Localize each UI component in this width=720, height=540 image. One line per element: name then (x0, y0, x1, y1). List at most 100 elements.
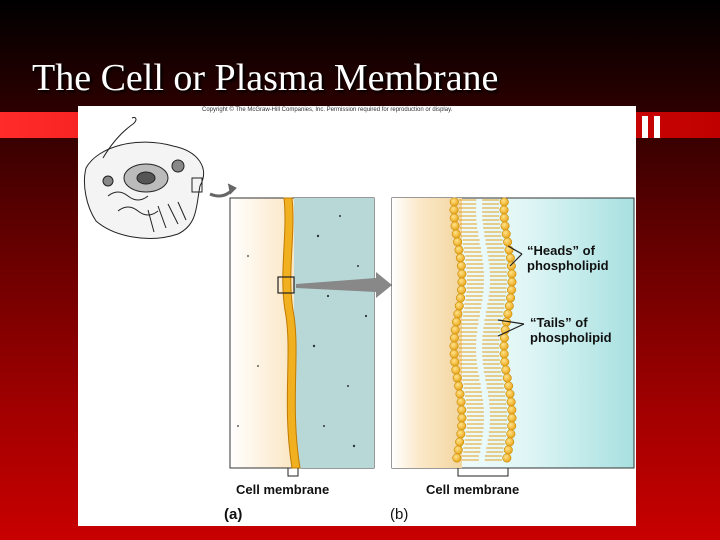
phospholipid-tail-icon (463, 383, 481, 389)
phospholipid-head-icon (451, 365, 461, 375)
phospholipid-head-icon (505, 437, 515, 447)
phospholipid-head-icon (454, 301, 464, 311)
phospholipid-tail-icon (483, 223, 501, 229)
phospholipid-head-icon (457, 269, 467, 279)
phospholipid-head-icon (449, 205, 459, 215)
phospholipid-tail-icon (466, 415, 484, 421)
phospholipid-tail-icon (485, 311, 503, 317)
phospholipid-head-icon (507, 413, 517, 423)
phospholipid-head-icon (505, 389, 515, 399)
phospholipid-tail-icon (465, 295, 483, 301)
phospholipid-head-icon (453, 309, 463, 319)
phospholipid-head-icon (452, 373, 462, 383)
phospholipid-head-icon (507, 421, 517, 431)
phospholipid-head-icon (505, 253, 515, 263)
pause-bullet-icon (642, 116, 662, 138)
phospholipid-head-icon (503, 237, 513, 247)
phospholipid-tail-icon (488, 295, 506, 301)
phospholipid-head-icon (450, 325, 460, 335)
phospholipid-tail-icon (461, 231, 479, 237)
cell-membrane-label-a: Cell membrane (236, 482, 330, 497)
phospholipid-tail-icon (485, 375, 503, 381)
phospholipid-tail-icon (489, 263, 507, 269)
phospholipid-head-icon (456, 397, 466, 407)
slide-title: The Cell or Plasma Membrane (32, 57, 499, 99)
phospholipid-head-icon (507, 277, 517, 287)
phospholipid-tail-icon (488, 255, 506, 261)
micrograph-panel-a (229, 197, 375, 477)
phospholipid-head-icon (457, 277, 467, 287)
phospholipid-tail-icon (460, 223, 478, 229)
phospholipid-tail-icon (462, 311, 480, 317)
bracket-b-icon (457, 468, 509, 477)
phospholipid-tail-icon (486, 383, 504, 389)
phospholipid-head-icon (506, 293, 516, 303)
phospholipid-tail-icon (461, 455, 479, 461)
phospholipid-tail-icon (482, 207, 499, 213)
phospholipid-head-icon (506, 261, 516, 271)
phospholipid-tail-icon (482, 199, 500, 205)
phospholipid-head-icon (451, 229, 461, 239)
phospholipid-head-icon (507, 405, 517, 415)
phospholipid-head-icon (501, 229, 511, 239)
phospholipid-tail-icon (466, 423, 484, 429)
phospholipid-head-icon (449, 333, 459, 343)
phospholipid-tail-icon (459, 359, 477, 365)
phospholipid-head-icon (500, 357, 510, 367)
phospholipid-tail-icon (486, 447, 504, 453)
phospholipid-head-icon (453, 445, 463, 455)
phospholipid-head-icon (455, 389, 465, 399)
phospholipid-head-icon (499, 197, 509, 207)
phospholipid-head-icon (449, 197, 459, 207)
phospholipid-tail-icon (488, 431, 506, 437)
cell-membrane-label-b: Cell membrane (426, 482, 520, 497)
phospholipid-tail-icon (485, 239, 503, 245)
phospholipid-head-icon (455, 437, 465, 447)
phospholipid-head-icon (506, 429, 516, 439)
phospholipid-tail-icon (462, 375, 480, 381)
phospholipid-tail-icon (466, 399, 484, 405)
phospholipid-head-icon (499, 205, 509, 215)
phospholipid-tail-icon (461, 319, 479, 325)
phospholipid-tail-icon (465, 431, 483, 437)
phospholipid-tail-icon (482, 215, 500, 221)
phospholipid-head-icon (457, 405, 467, 415)
phospholipid-tail-icon (482, 351, 500, 357)
phospholipid-head-icon (456, 261, 466, 271)
phospholipid-tail-icon (489, 279, 507, 285)
bilayer-heads-and-tails (449, 197, 517, 463)
phospholipid-head-icon (504, 381, 514, 391)
phospholipid-head-icon (507, 269, 517, 279)
phospholipid-head-icon (501, 365, 511, 375)
phospholipid-head-icon (449, 341, 459, 351)
phospholipid-tail-icon (466, 263, 484, 269)
phospholipid-tail-icon (463, 447, 481, 453)
tails-label-line2: phospholipid (530, 330, 612, 345)
panel-label-a: (a) (224, 506, 243, 523)
cell-sketch-icon (83, 117, 237, 239)
phospholipid-head-icon (456, 293, 466, 303)
phospholipid-head-icon (500, 221, 510, 231)
phospholipid-tail-icon (460, 367, 478, 373)
phospholipid-head-icon (452, 453, 462, 463)
phospholipid-tail-icon (482, 335, 500, 341)
phospholipid-tail-icon (459, 215, 477, 221)
phospholipid-head-icon (457, 421, 467, 431)
phospholipid-head-icon (504, 301, 514, 311)
phospholipid-tail-icon (465, 391, 483, 397)
annotation-leaders (497, 245, 525, 337)
phospholipid-tail-icon (489, 399, 507, 405)
phospholipid-head-icon (499, 341, 509, 351)
tails-label-line1: “Tails” of (530, 315, 588, 330)
heads-label-line1: “Heads” of (527, 243, 595, 258)
phospholipid-tail-icon (459, 351, 477, 357)
phospholipid-tail-icon (487, 439, 505, 445)
phospholipid-tail-icon (466, 279, 484, 285)
phospholipid-tail-icon (459, 207, 476, 213)
phospholipid-tail-icon (484, 231, 502, 237)
phospholipid-head-icon (450, 221, 460, 231)
phospholipid-tail-icon (482, 343, 500, 349)
phospholipid-head-icon (456, 285, 466, 295)
phospholipid-tail-icon (466, 407, 484, 413)
phospholipid-tail-icon (488, 391, 506, 397)
